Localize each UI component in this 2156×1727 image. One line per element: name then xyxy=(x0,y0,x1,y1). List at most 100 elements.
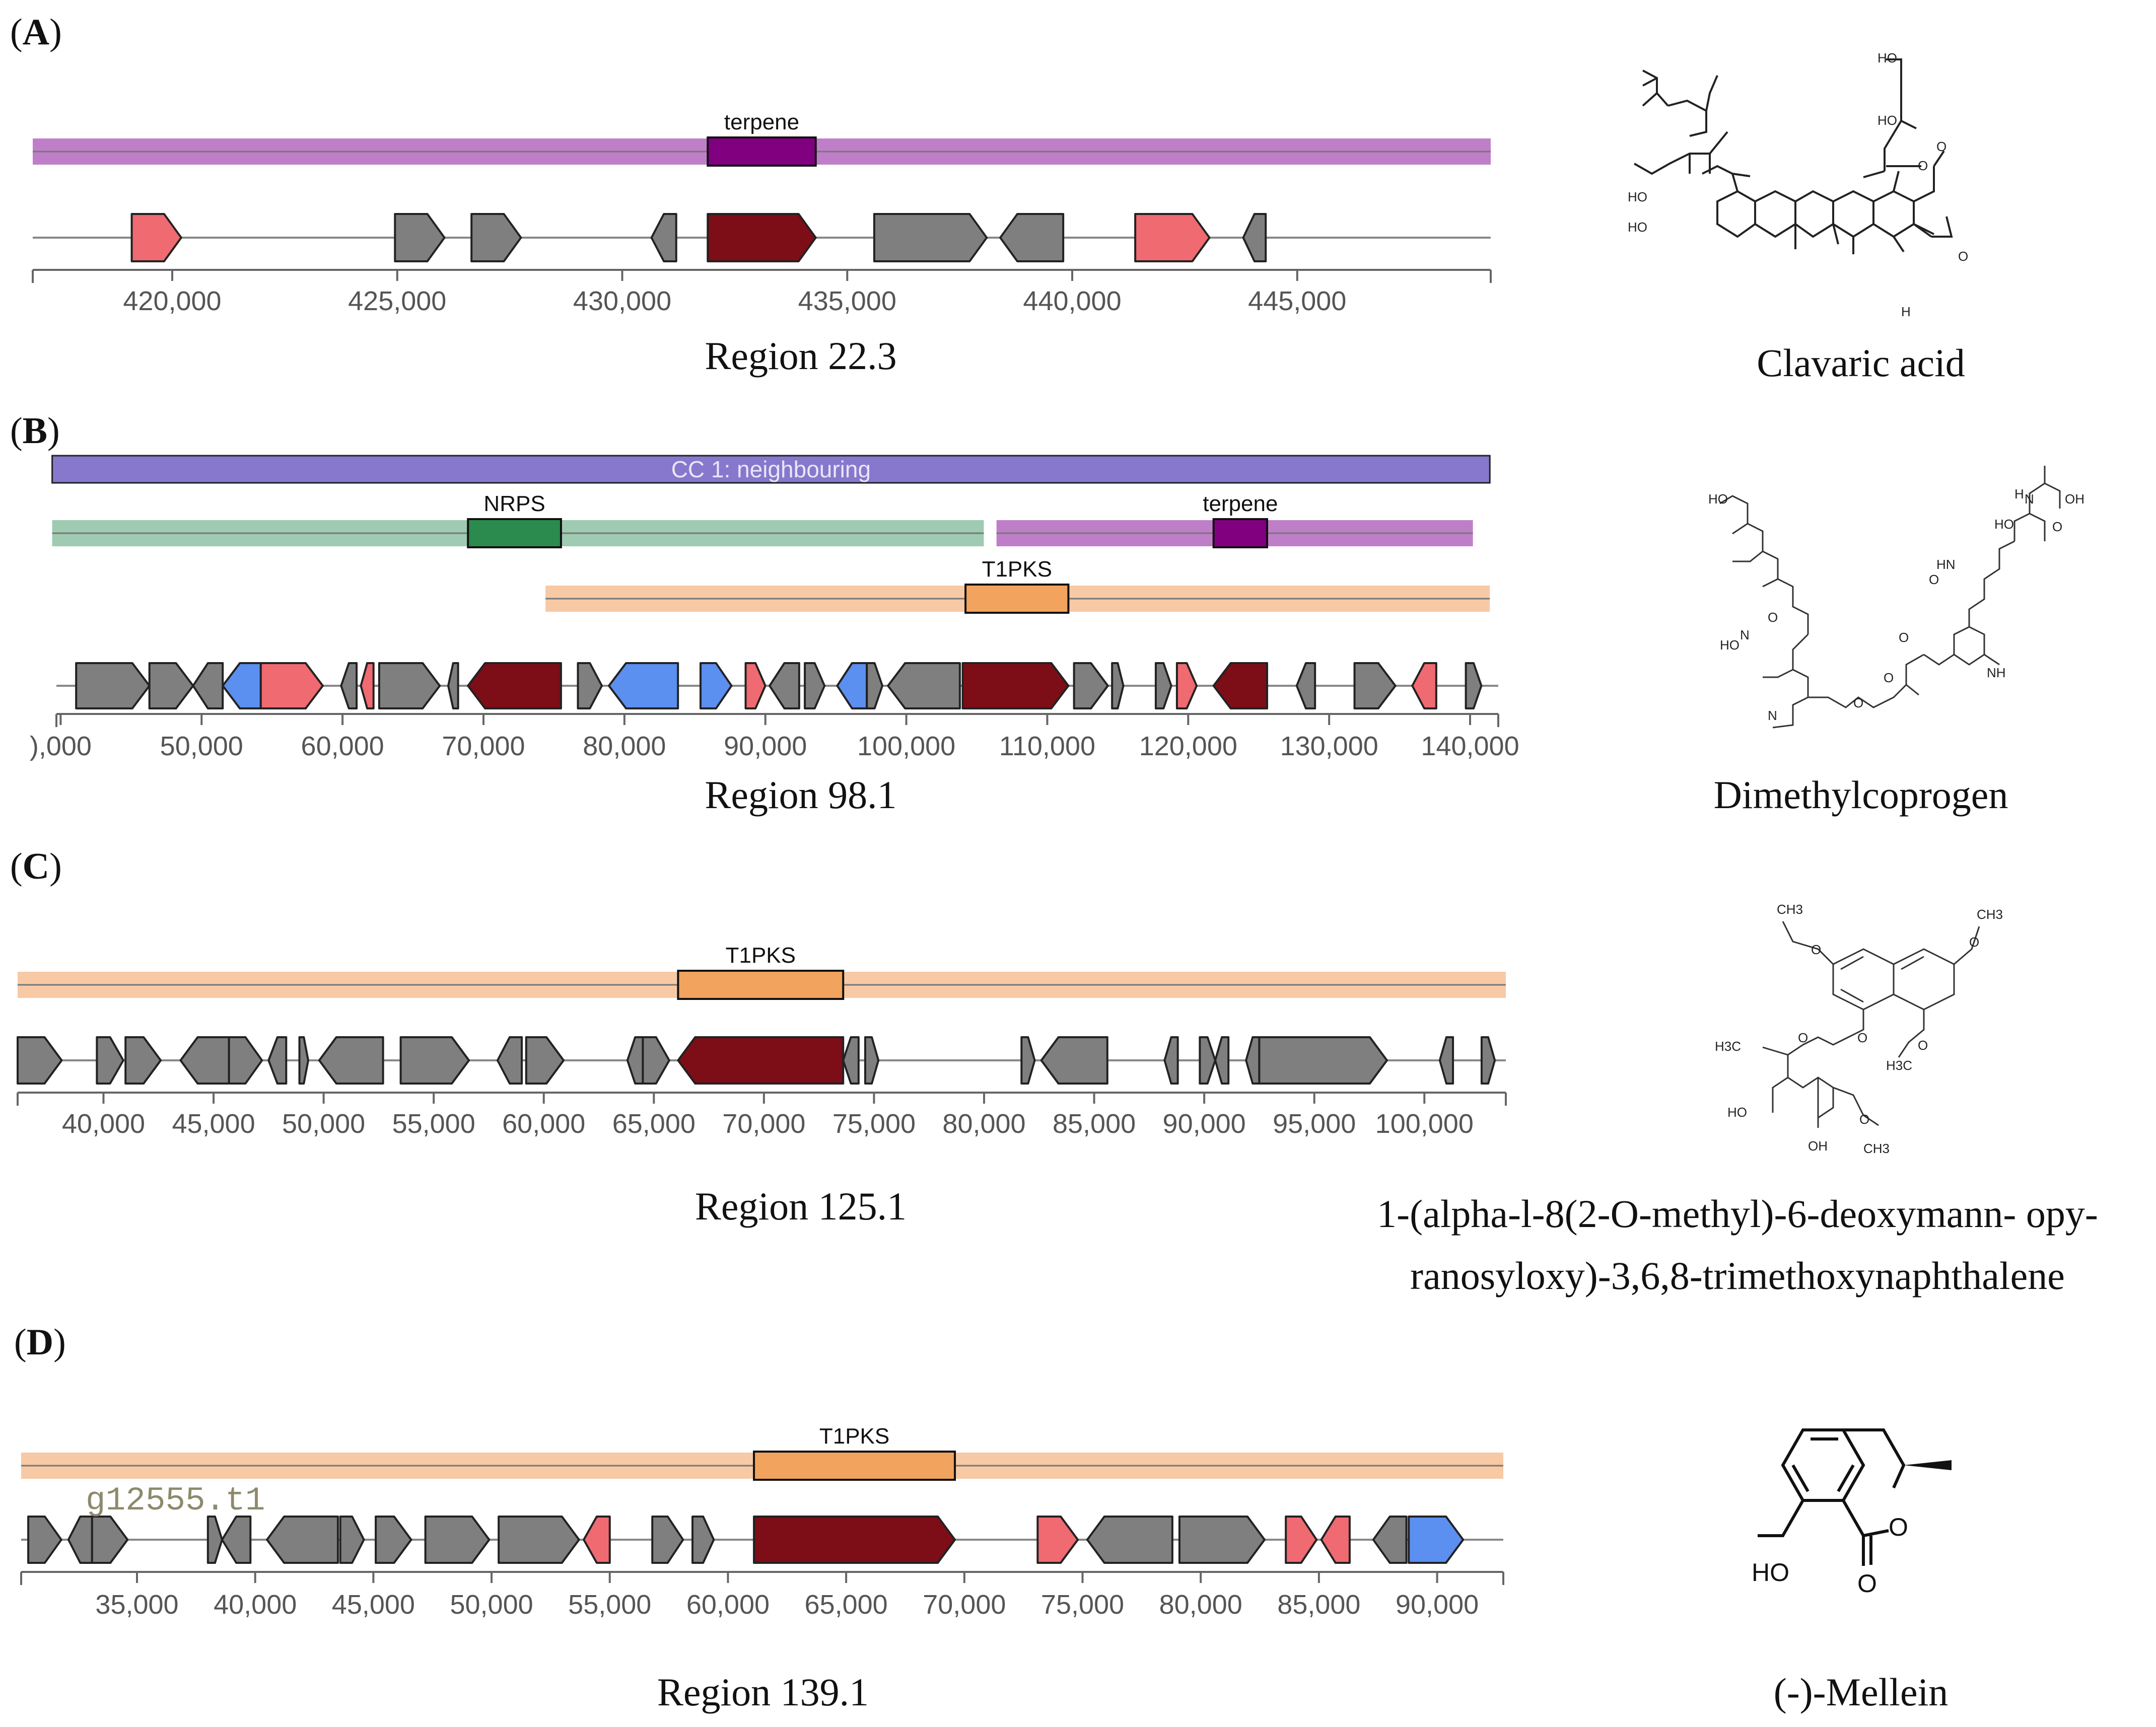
gene-arrow-other xyxy=(496,1036,523,1085)
naphthalene-glycoside-bonds xyxy=(1762,921,1980,1128)
panel-d-label-close: ) xyxy=(53,1322,66,1363)
clavaric-o-3: O xyxy=(1958,249,1968,264)
coprogen-n-1: N xyxy=(1740,627,1750,642)
gene-arrow-additional xyxy=(259,662,324,709)
mellein-o-ring: O xyxy=(1889,1513,1908,1541)
gene-arrow-other xyxy=(1438,1036,1454,1085)
gene-arrow-core xyxy=(961,662,1070,709)
protocluster-core-terpene xyxy=(1212,518,1269,548)
panel-b-gene-track xyxy=(56,662,1498,709)
gene-arrow-transport xyxy=(836,662,868,709)
gene-arrow-other xyxy=(1154,662,1172,709)
axis-tick-label: 70,000 xyxy=(923,1590,1006,1620)
coprogen-o-6: O xyxy=(2052,519,2062,534)
naphthalene-ch3-2: CH3 xyxy=(1977,907,2003,922)
gene-arrow-other xyxy=(651,1516,684,1564)
gene-arrow-other xyxy=(1163,1036,1179,1085)
gene-arrow-transport xyxy=(699,662,733,709)
gene-arrow-transport xyxy=(608,662,679,709)
protocluster-label-nrps: NRPS xyxy=(483,491,545,516)
panel-b-letter: B xyxy=(23,410,47,452)
gene-arrow-core xyxy=(753,1516,956,1564)
gene-arrow-other xyxy=(769,662,800,709)
axis-tick-label: 85,000 xyxy=(1053,1109,1136,1139)
gene-arrow-other xyxy=(1199,1036,1216,1085)
gene-arrow-other xyxy=(375,1516,412,1564)
gene-arrow-other xyxy=(842,1036,860,1085)
naphthalene-o-5: O xyxy=(1798,1030,1808,1045)
panel-c-label-open: ( xyxy=(10,846,23,887)
panel-b-region-label: Region 98.1 xyxy=(705,773,896,817)
gene-arrow-other xyxy=(626,1036,644,1085)
gene-arrow-other xyxy=(1214,1036,1230,1085)
panel-d-compound-name: (-)-Mellein xyxy=(1774,1670,1949,1714)
panel-a-label-open: ( xyxy=(10,12,23,53)
gene-arrow-other xyxy=(1258,1036,1388,1085)
axis-tick-label: 60,000 xyxy=(502,1109,585,1139)
panel-c-label: (C) xyxy=(10,846,62,887)
axis-tick-label: 420,000 xyxy=(123,286,221,316)
panel-d-label: (D) xyxy=(14,1322,66,1363)
gene-arrow-other xyxy=(525,1036,565,1085)
protocluster-label-t1pks: T1PKS xyxy=(819,1424,889,1449)
panel-c-letter: C xyxy=(23,846,49,887)
naphthalene-ch3-1: CH3 xyxy=(1777,902,1803,917)
gene-arrow-other xyxy=(498,1516,580,1564)
axis-tick-label: 45,000 xyxy=(172,1109,255,1139)
gene-arrow-other xyxy=(339,1516,365,1564)
axis-tick-label: 100,000 xyxy=(857,731,955,761)
gene-arrow-other xyxy=(1353,662,1397,709)
axis-tick-label: 50,000 xyxy=(282,1109,365,1139)
gene-arrow-additional xyxy=(360,662,375,709)
gene-arrow-other xyxy=(999,213,1065,262)
mellein-bonds xyxy=(1758,1428,1906,1566)
gene-arrow-other xyxy=(864,1036,880,1085)
gene-arrow-other xyxy=(266,1516,339,1564)
gene-arrow-other xyxy=(887,662,961,709)
gene-arrow-other xyxy=(804,662,826,709)
gene-arrow-other xyxy=(206,1516,223,1564)
gene-arrow-other xyxy=(1295,662,1316,709)
gene-arrow-other xyxy=(650,213,677,262)
panel-c-compound-name-line2: ranosyloxy)-3,6,8-trimethoxynaphthalene xyxy=(1410,1254,2065,1298)
axis-tick-label: 80,000 xyxy=(942,1109,1025,1139)
coprogen-o-2: O xyxy=(1853,695,1863,710)
gene-arrow-other xyxy=(399,1036,470,1085)
protocluster-label-t1pks: T1PKS xyxy=(726,943,796,968)
coprogen-o-5: O xyxy=(1929,572,1939,587)
naphthalene-h3c-1: H3C xyxy=(1886,1058,1912,1073)
coprogen-n-2: N xyxy=(1768,708,1777,723)
gene-arrow-other xyxy=(1465,662,1483,709)
clavaric-o-2: O xyxy=(1936,139,1946,154)
protocluster-core-t1pks xyxy=(964,584,1070,614)
naphthalene-o-4: O xyxy=(1918,1038,1928,1053)
axis-tick-label: 95,000 xyxy=(1273,1109,1356,1139)
axis-tick-label: 90,000 xyxy=(724,731,807,761)
clavaric-o-1: O xyxy=(1918,158,1928,173)
axis-tick-label: ),000 xyxy=(30,731,92,761)
axis-tick-label: 75,000 xyxy=(832,1109,916,1139)
gene-arrow-other xyxy=(124,1036,162,1085)
panel-c-label-close: ) xyxy=(49,846,62,887)
protocluster-label-t1pks: T1PKS xyxy=(982,557,1052,582)
gene-arrow-additional xyxy=(1320,1516,1351,1564)
protocluster-core-t1pks xyxy=(753,1451,956,1481)
panel-c-region-label: Region 125.1 xyxy=(695,1184,907,1228)
protocluster-core-t1pks xyxy=(677,970,845,1000)
gene-arrow-additional xyxy=(1175,662,1198,709)
naphthalene-ch3-3: CH3 xyxy=(1863,1141,1890,1156)
panel-d-protocluster-bands: T1PKS xyxy=(21,1424,1503,1481)
gene-arrow-other xyxy=(192,662,224,709)
gene-arrow-additional xyxy=(1036,1516,1079,1564)
gene-arrow-transport xyxy=(1408,1516,1465,1564)
gene-arrow-core xyxy=(467,662,562,709)
gene-arrow-transport xyxy=(222,662,262,709)
axis-tick-label: 65,000 xyxy=(612,1109,696,1139)
